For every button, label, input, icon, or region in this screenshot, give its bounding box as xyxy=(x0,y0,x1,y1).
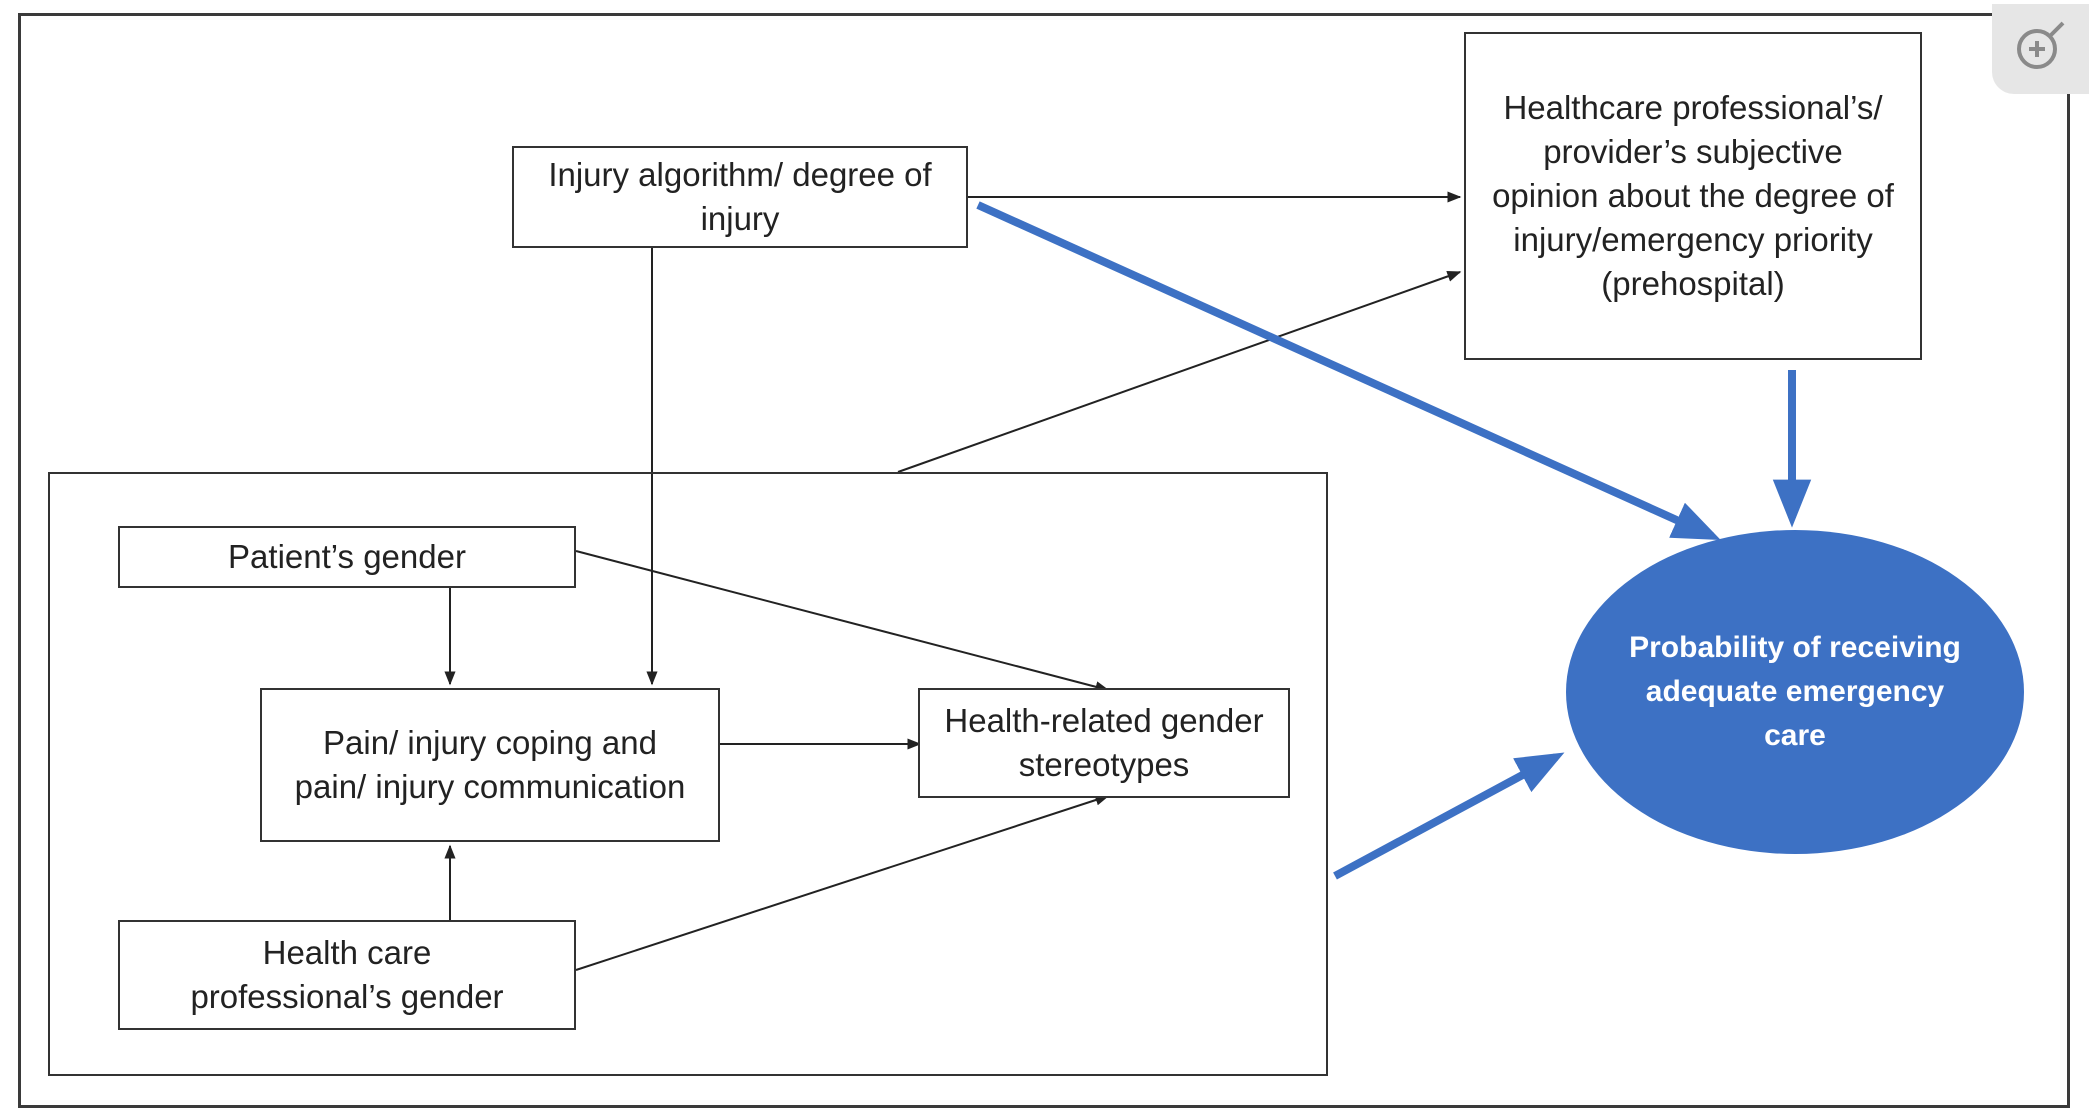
blue-arrow-injury-to-probability xyxy=(976,201,1721,540)
node-patient-gender: Patient’s gender xyxy=(118,526,576,588)
node-stereotypes: Health-related gender stereotypes xyxy=(918,688,1290,798)
node-pain-coping: Pain/ injury coping and pain/ injury com… xyxy=(260,688,720,842)
blue-arrow-group-to-probability xyxy=(1333,752,1565,880)
node-professional-opinion: Healthcare professional’s/ provider’s su… xyxy=(1464,32,1922,360)
node-professional-gender: Health care professional’s gender xyxy=(118,920,576,1030)
arrow-group-to-opinion xyxy=(897,270,1462,473)
patient-factors-group xyxy=(48,472,1328,1076)
node-injury-algorithm: Injury algorithm/ degree of injury xyxy=(512,146,968,248)
arrow-patient-gender-to-stereotypes xyxy=(575,550,1110,693)
node-probability-outcome: Probability of receiving adequate emerge… xyxy=(1566,530,2024,854)
zoom-in-icon xyxy=(2017,21,2065,69)
arrow-professional-gender-to-stereotypes xyxy=(575,794,1110,971)
zoom-button[interactable] xyxy=(1992,4,2089,94)
